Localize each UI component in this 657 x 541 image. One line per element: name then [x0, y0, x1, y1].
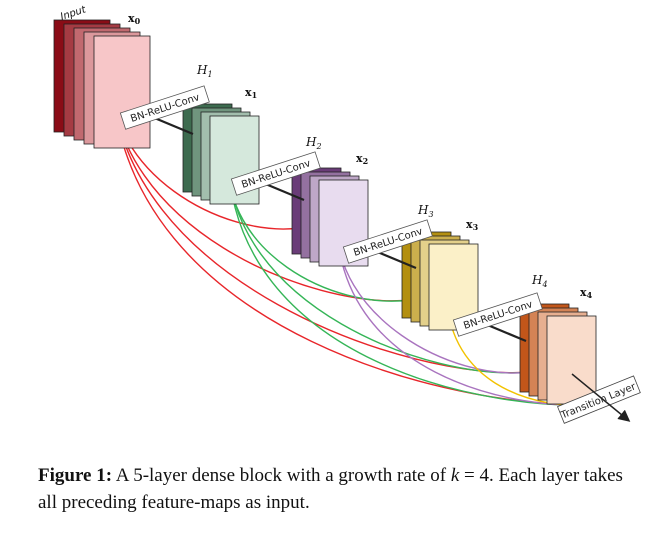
- feature-map-stack-x3: [401, 231, 479, 331]
- layer-h1-label: H1: [196, 63, 213, 79]
- transition-layer-box: [557, 375, 641, 424]
- layer-h3-label: H3: [417, 203, 434, 219]
- feature-map-stacks: [53, 19, 597, 405]
- feature-map-label-x0: x0: [128, 12, 141, 26]
- layer-h4-label: H4: [531, 273, 548, 289]
- layer-h2-op-rect: [230, 151, 321, 196]
- feature-map-label-x4: x4: [580, 286, 593, 300]
- feature-map-x4-sheet-4: [546, 315, 597, 405]
- connection-x1-to-layer3: [227, 155, 531, 374]
- caption-variable: k: [450, 465, 460, 486]
- layer-h4-op-rect: [452, 292, 543, 337]
- feature-map-stack-x0: [53, 19, 151, 149]
- feature-map-x0-sheet-5: [93, 35, 151, 149]
- layer-h2-label: H2: [305, 135, 322, 151]
- caption-text-a: A 5-layer dense block with a growth rate…: [115, 465, 447, 486]
- feature-map-label-x1: x1: [245, 86, 257, 100]
- layer-h1-op-rect: [119, 85, 210, 130]
- caption-text-b: Each layer takes all preceding feature-m…: [38, 465, 623, 513]
- feature-map-label-x3: x3: [466, 218, 479, 232]
- feature-map-x1-sheet-4: [209, 115, 260, 205]
- caption-equation: = 4.: [464, 465, 494, 486]
- feature-map-label-x2: x2: [356, 152, 368, 166]
- caption-label: Figure 1:: [38, 465, 113, 486]
- layer-h3-op-rect: [342, 219, 433, 264]
- output-arrow: [571, 373, 631, 422]
- figure-caption: Figure 1: A 5-layer dense block with a g…: [38, 462, 638, 516]
- dense-block-diagram: Transition LayerBN-ReLU-ConvH1BN-ReLU-Co…: [53, 4, 641, 424]
- feature-map-stack-x4: [519, 303, 597, 405]
